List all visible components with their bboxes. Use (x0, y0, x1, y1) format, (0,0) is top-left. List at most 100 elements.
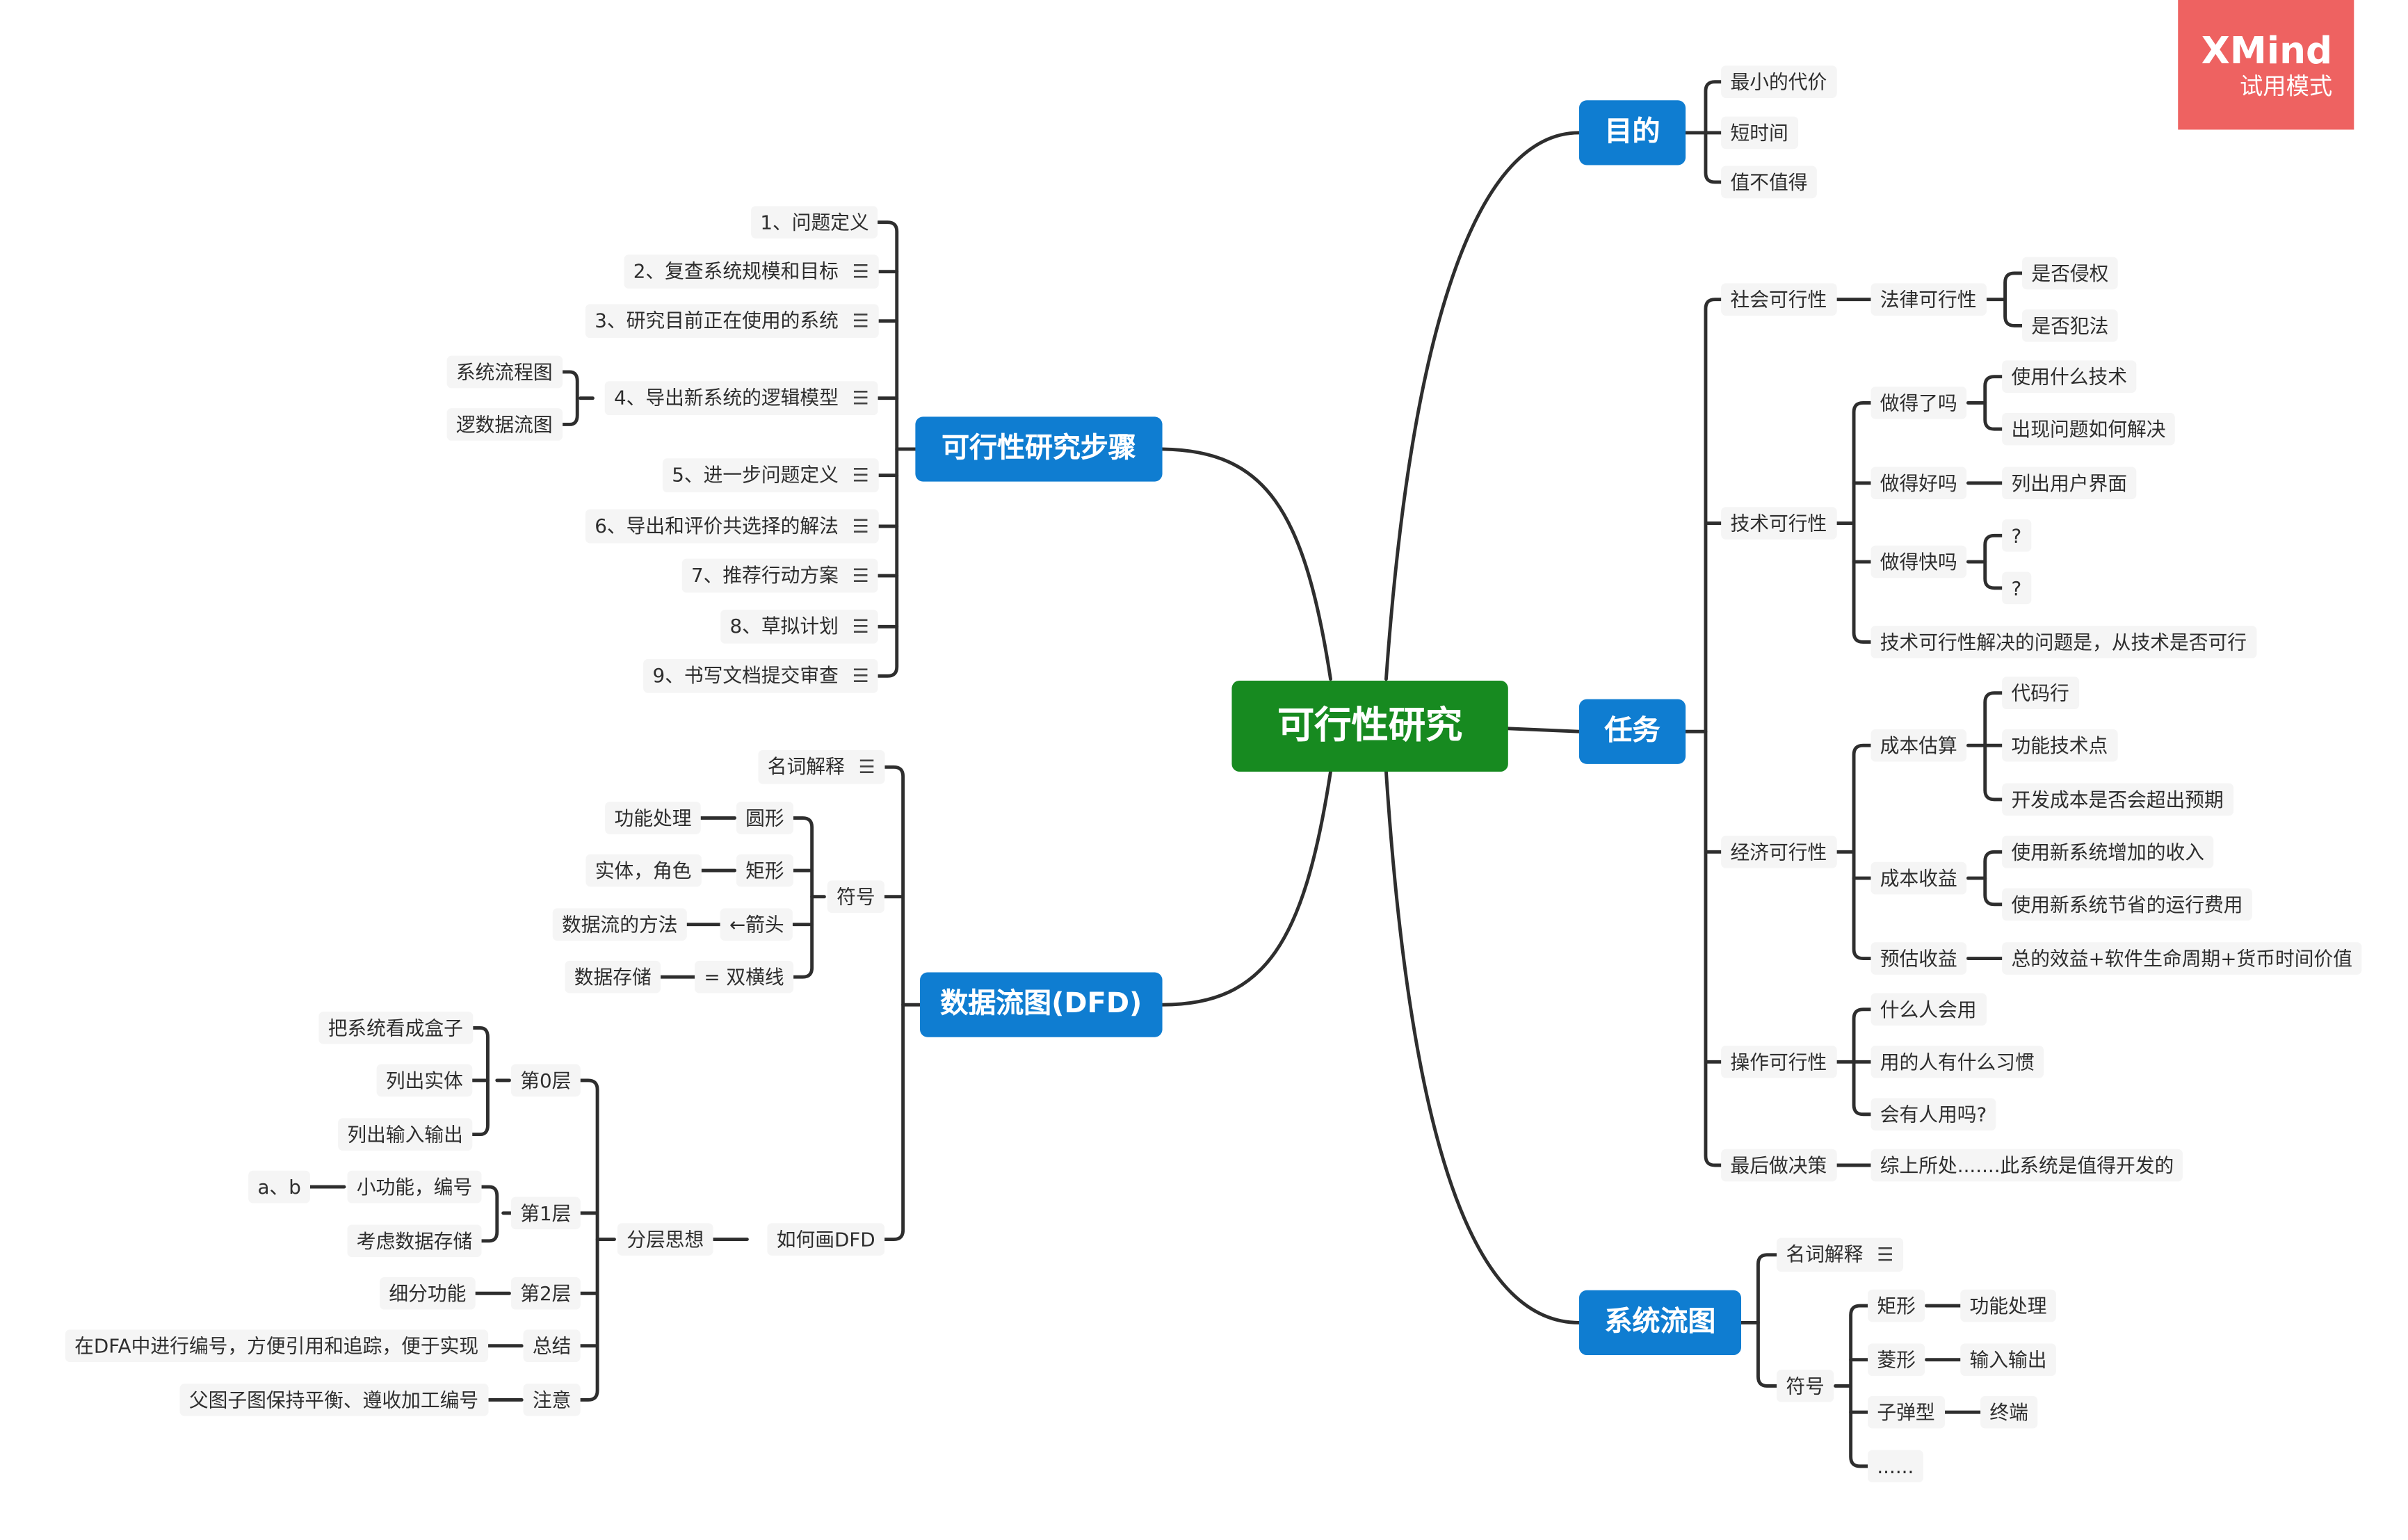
note-icon[interactable]: ☰ (852, 261, 869, 283)
dfd-symbol-name[interactable]: 圆形 (736, 802, 794, 834)
task-final-item[interactable]: 综上所处.......此系统是值得开发的 (1870, 1149, 2183, 1182)
dfd-attention-item[interactable]: 父图子图保持平衡、遵收加工编号 (179, 1384, 488, 1416)
task-can-item[interactable]: 使用什么技术 (2002, 360, 2137, 393)
task-legal-item[interactable]: 是否侵权 (2022, 257, 2118, 290)
dfd-layer0-item[interactable]: 列出实体 (376, 1064, 473, 1097)
dfd-layer2[interactable]: 第2层 (510, 1276, 581, 1310)
dfd-layer0-item[interactable]: 把系统看成盒子 (318, 1012, 473, 1044)
note-icon[interactable]: ☰ (852, 515, 869, 537)
step-item[interactable]: 9、书写文档提交审查☰ (643, 658, 879, 693)
topic-steps[interactable]: 可行性研究步骤 (915, 416, 1163, 482)
topic-goal[interactable]: 目的 (1578, 100, 1686, 165)
step-item[interactable]: 8、草拟计划☰ (720, 609, 879, 644)
task-good[interactable]: 做得好吗 (1870, 467, 1967, 500)
dfd-howto[interactable]: 如何画DFD (767, 1223, 884, 1256)
step-item[interactable]: 2、复查系统规模和目标 ☰ (624, 254, 879, 289)
dfd-layer2-item[interactable]: 细分功能 (380, 1276, 476, 1310)
task-op-item[interactable]: 什么人会用 (1870, 993, 1986, 1026)
task-cost-item[interactable]: 代码行 (2002, 676, 2079, 710)
task-tech-note[interactable]: 技术可行性解决的问题是，从技术是否可行 (1870, 626, 2256, 658)
dfd-summary[interactable]: 总结 (523, 1329, 581, 1363)
step-item[interactable]: 6、导出和评价共选择的解法 ☰ (585, 509, 879, 544)
task-benefit-item[interactable]: 使用新系统节省的运行费用 (2002, 888, 2252, 921)
step-item[interactable]: 1、问题定义 (751, 206, 879, 238)
task-benefit[interactable]: 成本收益 (1870, 861, 1967, 895)
dfd-layer1-item[interactable]: 小功能，编号 (347, 1170, 482, 1203)
flow-symbol-name[interactable]: 子弹型 (1868, 1395, 1944, 1429)
task-est-item[interactable]: 总的效益+软件生命周期+货币时间价值 (2002, 942, 2362, 975)
dfd-summary-item[interactable]: 在DFA中进行编号，方便引用和追踪，便于实现 (65, 1329, 488, 1363)
task-econ[interactable]: 经济可行性 (1721, 836, 1836, 868)
task-good-item[interactable]: 列出用户界面 (2002, 467, 2137, 500)
step-label: 6、导出和评价共选择的解法 (595, 514, 839, 537)
flow-symbol-name[interactable]: 矩形 (1868, 1289, 1925, 1322)
dfd-symbols[interactable]: 符号 (827, 880, 884, 914)
topic-dfd[interactable]: 数据流图(DFD) (920, 972, 1163, 1037)
note-icon[interactable]: ☰ (852, 615, 869, 638)
note-icon[interactable]: ☰ (1877, 1244, 1894, 1266)
dfd-glossary[interactable]: 名词解释☰ (758, 749, 884, 784)
dfd-symbol-desc[interactable]: 实体，角色 (585, 854, 701, 887)
step4-sub-item[interactable]: 逻数据流图 (446, 408, 563, 441)
flow-symbol-desc[interactable]: 功能处理 (1960, 1289, 2056, 1322)
dfd-layer1-sub[interactable]: a、b (248, 1170, 311, 1203)
topic-task[interactable]: 任务 (1578, 699, 1686, 764)
central-topic[interactable]: 可行性研究 (1231, 680, 1508, 772)
dfd-attention[interactable]: 注意 (523, 1384, 581, 1416)
step4-sub-item[interactable]: 系统流程图 (446, 355, 563, 389)
xmind-trial-badge: XMind 试用模式 (2178, 0, 2354, 130)
task-can[interactable]: 做得了吗 (1870, 387, 1967, 419)
task-fast-item[interactable]: ? (2002, 519, 2031, 552)
step-label: 7、推荐行动方案 (690, 563, 839, 587)
task-can-item[interactable]: 出现问题如何解决 (2002, 412, 2175, 446)
task-est[interactable]: 预估收益 (1870, 942, 1967, 975)
task-cost-item[interactable]: 开发成本是否会超出预期 (2002, 783, 2233, 816)
step-label: 2、复查系统规模和目标 (633, 259, 839, 283)
dfd-layer1[interactable]: 第1层 (510, 1197, 581, 1230)
dfd-layered[interactable]: 分层思想 (617, 1223, 713, 1256)
dfd-layer1-item[interactable]: 考虑数据存储 (347, 1224, 482, 1258)
flow-symbol-desc[interactable]: 输入输出 (1960, 1343, 2056, 1377)
task-op-item[interactable]: 用的人有什么习惯 (1870, 1045, 2044, 1078)
task-op[interactable]: 操作可行性 (1721, 1045, 1836, 1078)
task-legal[interactable]: 法律可行性 (1870, 283, 1986, 316)
task-fast-item[interactable]: ? (2002, 572, 2031, 605)
task-cost[interactable]: 成本估算 (1870, 729, 1967, 762)
step-label: 5、进一步问题定义 (672, 462, 839, 487)
note-icon[interactable]: ☰ (852, 565, 869, 587)
dfd-symbol-desc[interactable]: 功能处理 (605, 802, 701, 834)
note-icon[interactable]: ☰ (852, 464, 869, 487)
step-item[interactable]: 7、推荐行动方案 ☰ (681, 558, 879, 593)
task-final[interactable]: 最后做决策 (1721, 1149, 1836, 1182)
goal-item[interactable]: 值不值得 (1721, 165, 1817, 199)
flow-symbols[interactable]: 符号 (1777, 1370, 1834, 1402)
step-item[interactable]: 4、导出新系统的逻辑模型☰ (604, 381, 879, 416)
dfd-layer0-item[interactable]: 列出输入输出 (338, 1118, 473, 1151)
dfd-symbol-desc[interactable]: 数据流的方法 (552, 908, 687, 941)
goal-item[interactable]: 最小的代价 (1721, 65, 1836, 98)
dfd-symbol-name[interactable]: 矩形 (736, 854, 794, 887)
flow-glossary[interactable]: 名词解释☰ (1777, 1238, 1903, 1272)
dfd-symbol-name[interactable]: = 双横线 (695, 960, 794, 994)
flow-symbol-desc[interactable]: 终端 (1980, 1395, 2038, 1429)
topic-flow[interactable]: 系统流图 (1578, 1290, 1742, 1356)
task-social[interactable]: 社会可行性 (1721, 283, 1836, 316)
task-fast[interactable]: 做得快吗 (1870, 545, 1967, 578)
note-icon[interactable]: ☰ (852, 310, 869, 332)
dfd-layer0[interactable]: 第0层 (510, 1064, 581, 1097)
goal-item[interactable]: 短时间 (1721, 116, 1798, 149)
task-benefit-item[interactable]: 使用新系统增加的收入 (2002, 836, 2214, 868)
task-tech[interactable]: 技术可行性 (1721, 507, 1836, 540)
dfd-symbol-name[interactable]: ←箭头 (720, 908, 794, 941)
note-icon[interactable]: ☰ (852, 387, 869, 410)
task-op-item[interactable]: 会有人用吗? (1870, 1098, 1996, 1131)
flow-more[interactable]: ...... (1868, 1450, 1923, 1483)
step-item[interactable]: 5、进一步问题定义 ☰ (662, 458, 879, 493)
note-icon[interactable]: ☰ (858, 756, 875, 778)
step-item[interactable]: 3、研究目前正在使用的系统☰ (585, 304, 879, 339)
dfd-symbol-desc[interactable]: 数据存储 (565, 960, 661, 994)
task-cost-item[interactable]: 功能技术点 (2002, 729, 2117, 762)
note-icon[interactable]: ☰ (852, 665, 869, 687)
flow-symbol-name[interactable]: 菱形 (1868, 1343, 1925, 1377)
task-legal-item[interactable]: 是否犯法 (2022, 309, 2118, 342)
